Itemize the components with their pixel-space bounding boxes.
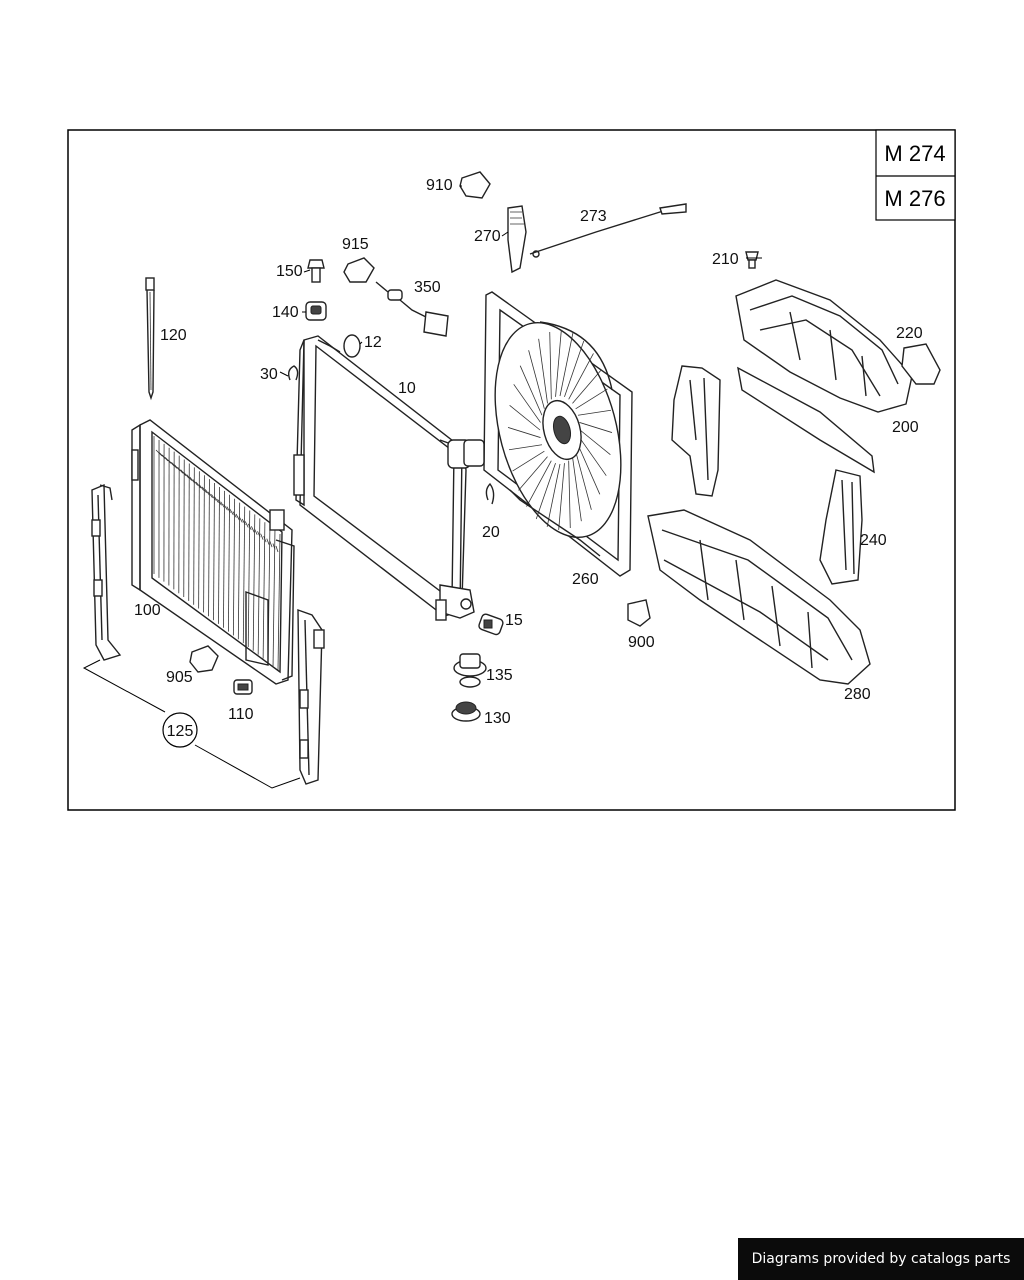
part-200-air-duct <box>735 279 913 413</box>
part-910-connector <box>459 171 491 199</box>
callout-120: 120 <box>160 327 187 344</box>
callout-280: 280 <box>844 686 871 703</box>
part-125-leaders <box>82 659 301 789</box>
part-125-left-bracket <box>91 483 122 661</box>
part-905-tag <box>189 645 219 673</box>
part-210-clip <box>745 251 759 269</box>
callout-905: 905 <box>166 669 193 686</box>
part-120-rod <box>145 277 155 401</box>
part-15-sensor <box>478 613 504 636</box>
part-20-clip <box>485 482 495 505</box>
callout-200: 200 <box>892 419 919 436</box>
callout-900: 900 <box>628 634 655 651</box>
callout-150: 150 <box>276 263 303 280</box>
part-900-connector <box>627 599 651 627</box>
part-273-cable <box>529 203 687 258</box>
callout-220: 220 <box>896 325 923 342</box>
part-140-grommet <box>305 301 327 321</box>
part-270-actuator <box>507 205 527 274</box>
part-350-sensor <box>375 281 449 337</box>
callout-273: 273 <box>580 208 607 225</box>
part-135-cap <box>453 653 487 688</box>
callout-125: 125 <box>167 723 194 740</box>
callout-210: 210 <box>712 251 739 268</box>
callout-20: 20 <box>482 524 500 541</box>
engine-variant-box: M 274 M 276 <box>875 129 956 221</box>
callout-30: 30 <box>260 366 278 383</box>
callout-110: 110 <box>228 706 254 723</box>
diagram-border <box>67 129 956 811</box>
callout-130: 130 <box>484 710 511 727</box>
engine-variant-m274: M 274 <box>884 141 945 166</box>
callout-350: 350 <box>414 279 441 296</box>
part-100-condenser <box>131 419 295 685</box>
callout-10: 10 <box>398 380 416 397</box>
callout-915: 915 <box>342 236 369 253</box>
part-110-sensor <box>233 679 253 695</box>
callout-260: 260 <box>572 571 599 588</box>
part-240-air-guide <box>671 365 875 585</box>
callout-leaders <box>279 185 762 377</box>
credit-text: Diagrams provided by catalogs parts <box>751 1251 1011 1267</box>
part-220-cover <box>901 343 941 385</box>
callout-100: 100 <box>134 602 161 619</box>
engine-variant-m276: M 276 <box>884 186 945 211</box>
callout-135: 135 <box>486 667 513 684</box>
part-30-clip <box>287 365 299 381</box>
callout-12: 12 <box>364 334 382 351</box>
callout-15: 15 <box>505 612 523 629</box>
callout-910: 910 <box>426 177 453 194</box>
part-130-cap <box>451 701 481 722</box>
part-280-lower-duct <box>647 509 871 685</box>
part-260-fan-assembly <box>463 291 633 577</box>
part-12-o-ring <box>343 334 361 358</box>
part-10-radiator <box>293 335 475 621</box>
credit-banner: Diagrams provided by catalogs parts <box>738 1238 1024 1280</box>
part-150-bolt <box>307 259 325 283</box>
part-125-right-bracket <box>297 609 325 785</box>
callout-240: 240 <box>860 532 887 549</box>
callout-140: 140 <box>272 304 299 321</box>
callout-270: 270 <box>474 228 501 245</box>
part-915-connector <box>343 257 375 283</box>
